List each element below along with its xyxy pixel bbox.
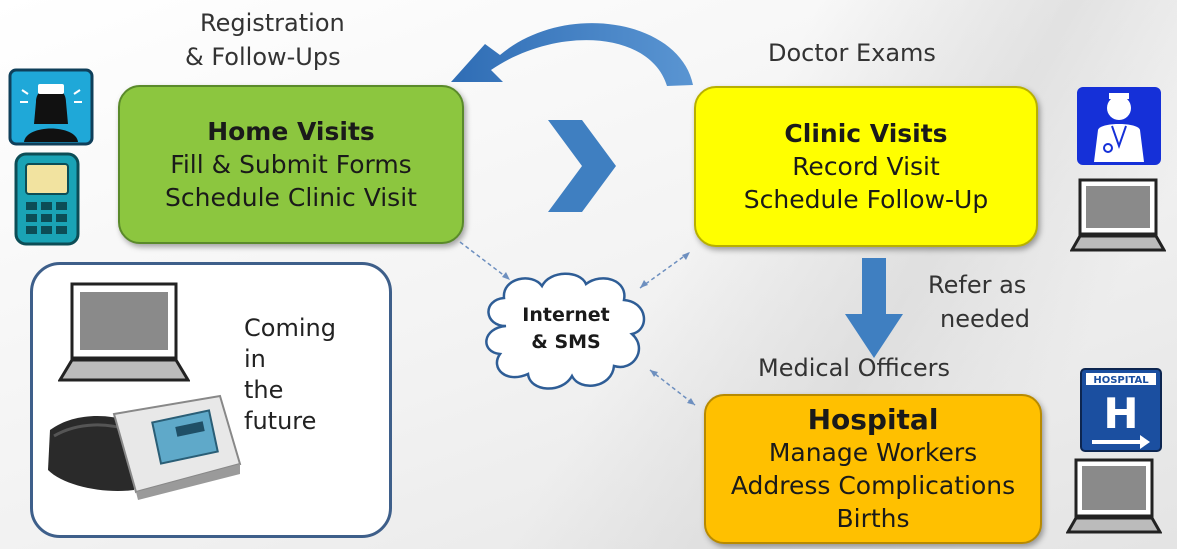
medical-officers-label: Medical Officers [758,354,950,382]
future-line: future [244,407,317,435]
hospital-sign-icon: HOSPITAL H [1080,368,1162,452]
home-visits-title: Home Visits [207,117,375,146]
chevron-right-icon [548,120,616,212]
cloud-line: & SMS [531,331,601,353]
home-visits-box: Home Visits Fill & Submit Forms Schedule… [118,85,464,244]
nurse-icon [8,68,94,146]
doctor-exams-label: Doctor Exams [768,39,936,67]
future-label: Coming in the future [244,313,336,437]
connector-arrows [459,241,696,406]
hospital-line: Address Complications [730,471,1016,500]
laptop-icon [1066,458,1162,534]
hospital-line: Births [836,504,910,533]
clinic-visits-line: Schedule Follow-Up [743,185,989,214]
doctor-icon [1077,87,1161,165]
future-line: in [244,345,266,373]
cloud-label: Internet & SMS [500,302,632,356]
hospital-sign-text: HOSPITAL [1093,375,1149,386]
hospital-title: Hospital [807,403,939,436]
refer-label: Refer as [928,271,1027,299]
clinic-visits-title: Clinic Visits [784,119,948,148]
hospital-line: Manage Workers [768,438,978,467]
clinic-visits-line: Record Visit [792,152,940,181]
curved-arrow-icon [451,23,693,86]
cloud-line: Internet [522,304,610,326]
blood-pressure-monitor-icon [48,394,242,500]
mobile-phone-icon [14,152,80,246]
cloud-icon [485,272,646,390]
registration-label: Registration [200,9,345,37]
down-arrow-icon [845,258,903,358]
home-visits-line: Fill & Submit Forms [170,150,412,179]
hospital-sign-letter: H [1103,389,1138,438]
hospital-box: Hospital Manage Workers Address Complica… [704,394,1042,544]
laptop-icon [58,282,190,382]
future-line: Coming [244,314,336,342]
laptop-icon [1070,178,1166,252]
follow-ups-label: & Follow-Ups [185,43,341,71]
home-visits-line: Schedule Clinic Visit [165,183,417,212]
future-line: the [244,376,284,404]
needed-label: needed [940,305,1030,333]
clinic-visits-box: Clinic Visits Record Visit Schedule Foll… [694,86,1038,247]
